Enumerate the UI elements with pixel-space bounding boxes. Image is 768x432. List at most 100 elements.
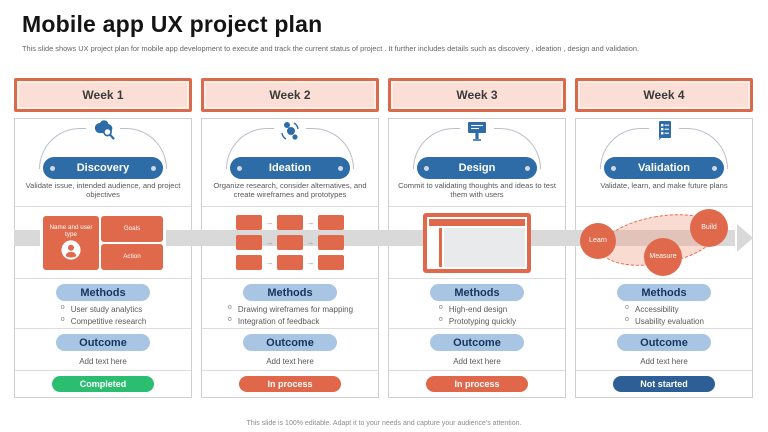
- flow-box: [318, 235, 344, 250]
- method-item: User study analytics: [60, 303, 147, 316]
- outcome-section: Outcome Add text here: [389, 329, 565, 371]
- flow-row: → →: [236, 255, 344, 270]
- pill-dot-icon: [338, 165, 343, 171]
- loop-learn-circle: Learn: [580, 222, 616, 259]
- week-header-3[interactable]: Week 3: [388, 78, 566, 112]
- status-badge-not-started[interactable]: Not started: [613, 375, 715, 392]
- week-header-4[interactable]: Week 4: [575, 78, 753, 112]
- wireframe-flow-grid[interactable]: → → → → → →: [236, 215, 344, 270]
- flow-box: [277, 235, 303, 250]
- loop-build-circle: Build: [690, 208, 728, 247]
- column-discovery: Discovery Validate issue, intended audie…: [14, 118, 192, 398]
- idea-cycle-icon: [274, 119, 306, 143]
- column-validation: Validation Validate, learn, and make fut…: [575, 118, 753, 398]
- user-icon: [61, 239, 81, 262]
- phase-block-validation: Validation Validate, learn, and make fut…: [576, 119, 752, 207]
- browser-content-area: [444, 227, 525, 267]
- persona-name-label: Name and user type: [49, 223, 93, 238]
- pill-dot-icon: [611, 165, 616, 171]
- outcome-pill[interactable]: Outcome: [56, 334, 150, 351]
- phase-pill-validation[interactable]: Validation: [604, 157, 724, 179]
- flow-row: → →: [236, 235, 344, 250]
- browser-sidebar: [429, 227, 439, 267]
- pill-dot-icon: [237, 165, 242, 171]
- flow-box: [236, 215, 262, 230]
- outcome-pill[interactable]: Outcome: [243, 334, 337, 351]
- flow-box: [318, 215, 344, 230]
- arrow-right-icon: →: [265, 237, 274, 247]
- arrow-right-icon: →: [306, 237, 315, 247]
- week-header-2[interactable]: Week 2: [201, 78, 379, 112]
- phase-description: Validate issue, intended audience, and p…: [25, 181, 181, 199]
- week-label: Week 2: [269, 88, 311, 102]
- outcome-section: Outcome Add text here: [576, 329, 752, 371]
- outcome-text: Add text here: [266, 357, 314, 366]
- outcome-text: Add text here: [640, 357, 688, 366]
- browser-body: [429, 227, 525, 267]
- phase-label: Validation: [638, 162, 690, 174]
- week-header-row: Week 1 Week 2 Week 3 Week 4: [14, 78, 753, 112]
- column-design: Design Commit to validating thoughts and…: [388, 118, 566, 398]
- browser-mockup[interactable]: [423, 212, 531, 273]
- methods-pill[interactable]: Methods: [430, 284, 524, 301]
- timeline-arrowhead-icon: [737, 224, 753, 252]
- flow-box: [277, 255, 303, 270]
- page-subtitle: This slide shows UX project plan for mob…: [22, 44, 640, 53]
- flow-row: → →: [236, 215, 344, 230]
- phase-pill-discovery[interactable]: Discovery: [43, 157, 163, 179]
- persona-name-cell: Name and user type: [43, 215, 99, 270]
- status-section: In process: [389, 371, 565, 396]
- arrow-right-icon: →: [306, 257, 315, 267]
- methods-pill[interactable]: Methods: [617, 284, 711, 301]
- arrow-right-icon: →: [265, 257, 274, 267]
- build-measure-learn-loop[interactable]: Learn Build Measure: [580, 205, 748, 277]
- method-item: Usability evaluation: [624, 315, 704, 328]
- graphic-row-validation: Learn Build Measure: [576, 205, 752, 279]
- outcome-section: Outcome Add text here: [202, 329, 378, 371]
- phase-description: Validate, learn, and make future plans: [600, 181, 728, 190]
- methods-pill[interactable]: Methods: [56, 284, 150, 301]
- pill-dot-icon: [424, 165, 429, 171]
- methods-list: User study analytics Competitive researc…: [60, 303, 147, 328]
- status-badge-completed[interactable]: Completed: [52, 375, 154, 392]
- status-section: Completed: [15, 371, 191, 396]
- pill-dot-icon: [712, 165, 717, 171]
- outcome-pill[interactable]: Outcome: [430, 334, 524, 351]
- footer-note: This slide is 100% editable. Adapt it to…: [246, 420, 522, 427]
- phase-block-design: Design Commit to validating thoughts and…: [389, 119, 565, 207]
- flow-box: [236, 255, 262, 270]
- methods-list: High-end design Prototyping quickly: [438, 303, 516, 328]
- outcome-section: Outcome Add text here: [15, 329, 191, 371]
- outcome-text: Add text here: [79, 357, 127, 366]
- blueprint-icon: [460, 119, 494, 143]
- methods-section: Methods Drawing wireframes for mapping I…: [202, 279, 378, 329]
- pill-dot-icon: [151, 165, 156, 171]
- checklist-icon: [649, 119, 679, 143]
- phase-pill-design[interactable]: Design: [417, 157, 537, 179]
- graphic-row-ideation: → → → → → →: [202, 207, 378, 279]
- method-item: Competitive research: [60, 315, 147, 328]
- status-section: In process: [202, 371, 378, 396]
- method-item: Drawing wireframes for mapping: [227, 303, 353, 316]
- status-badge-in-process[interactable]: In process: [426, 375, 528, 392]
- methods-pill[interactable]: Methods: [243, 284, 337, 301]
- outcome-text: Add text here: [453, 357, 501, 366]
- column-ideation: Ideation Organize research, consider alt…: [201, 118, 379, 398]
- week-header-1[interactable]: Week 1: [14, 78, 192, 112]
- phase-pill-ideation[interactable]: Ideation: [230, 157, 350, 179]
- page-title: Mobile app UX project plan: [22, 11, 323, 37]
- graphic-row-discovery: Name and user type Goals Action: [15, 207, 191, 279]
- outcome-pill[interactable]: Outcome: [617, 334, 711, 351]
- status-badge-in-process[interactable]: In process: [239, 375, 341, 392]
- timeline-bar: [14, 230, 735, 246]
- phase-block-discovery: Discovery Validate issue, intended audie…: [15, 119, 191, 207]
- persona-card[interactable]: Name and user type Goals Action: [41, 213, 165, 272]
- methods-section: Methods Accessibility Usability evaluati…: [576, 279, 752, 329]
- browser-divider: [439, 227, 442, 267]
- persona-goals-cell: Goals: [101, 215, 163, 242]
- week-label: Week 3: [456, 88, 498, 102]
- method-item: Accessibility: [624, 303, 704, 316]
- phase-label: Ideation: [268, 162, 312, 174]
- methods-section: Methods High-end design Prototyping quic…: [389, 279, 565, 329]
